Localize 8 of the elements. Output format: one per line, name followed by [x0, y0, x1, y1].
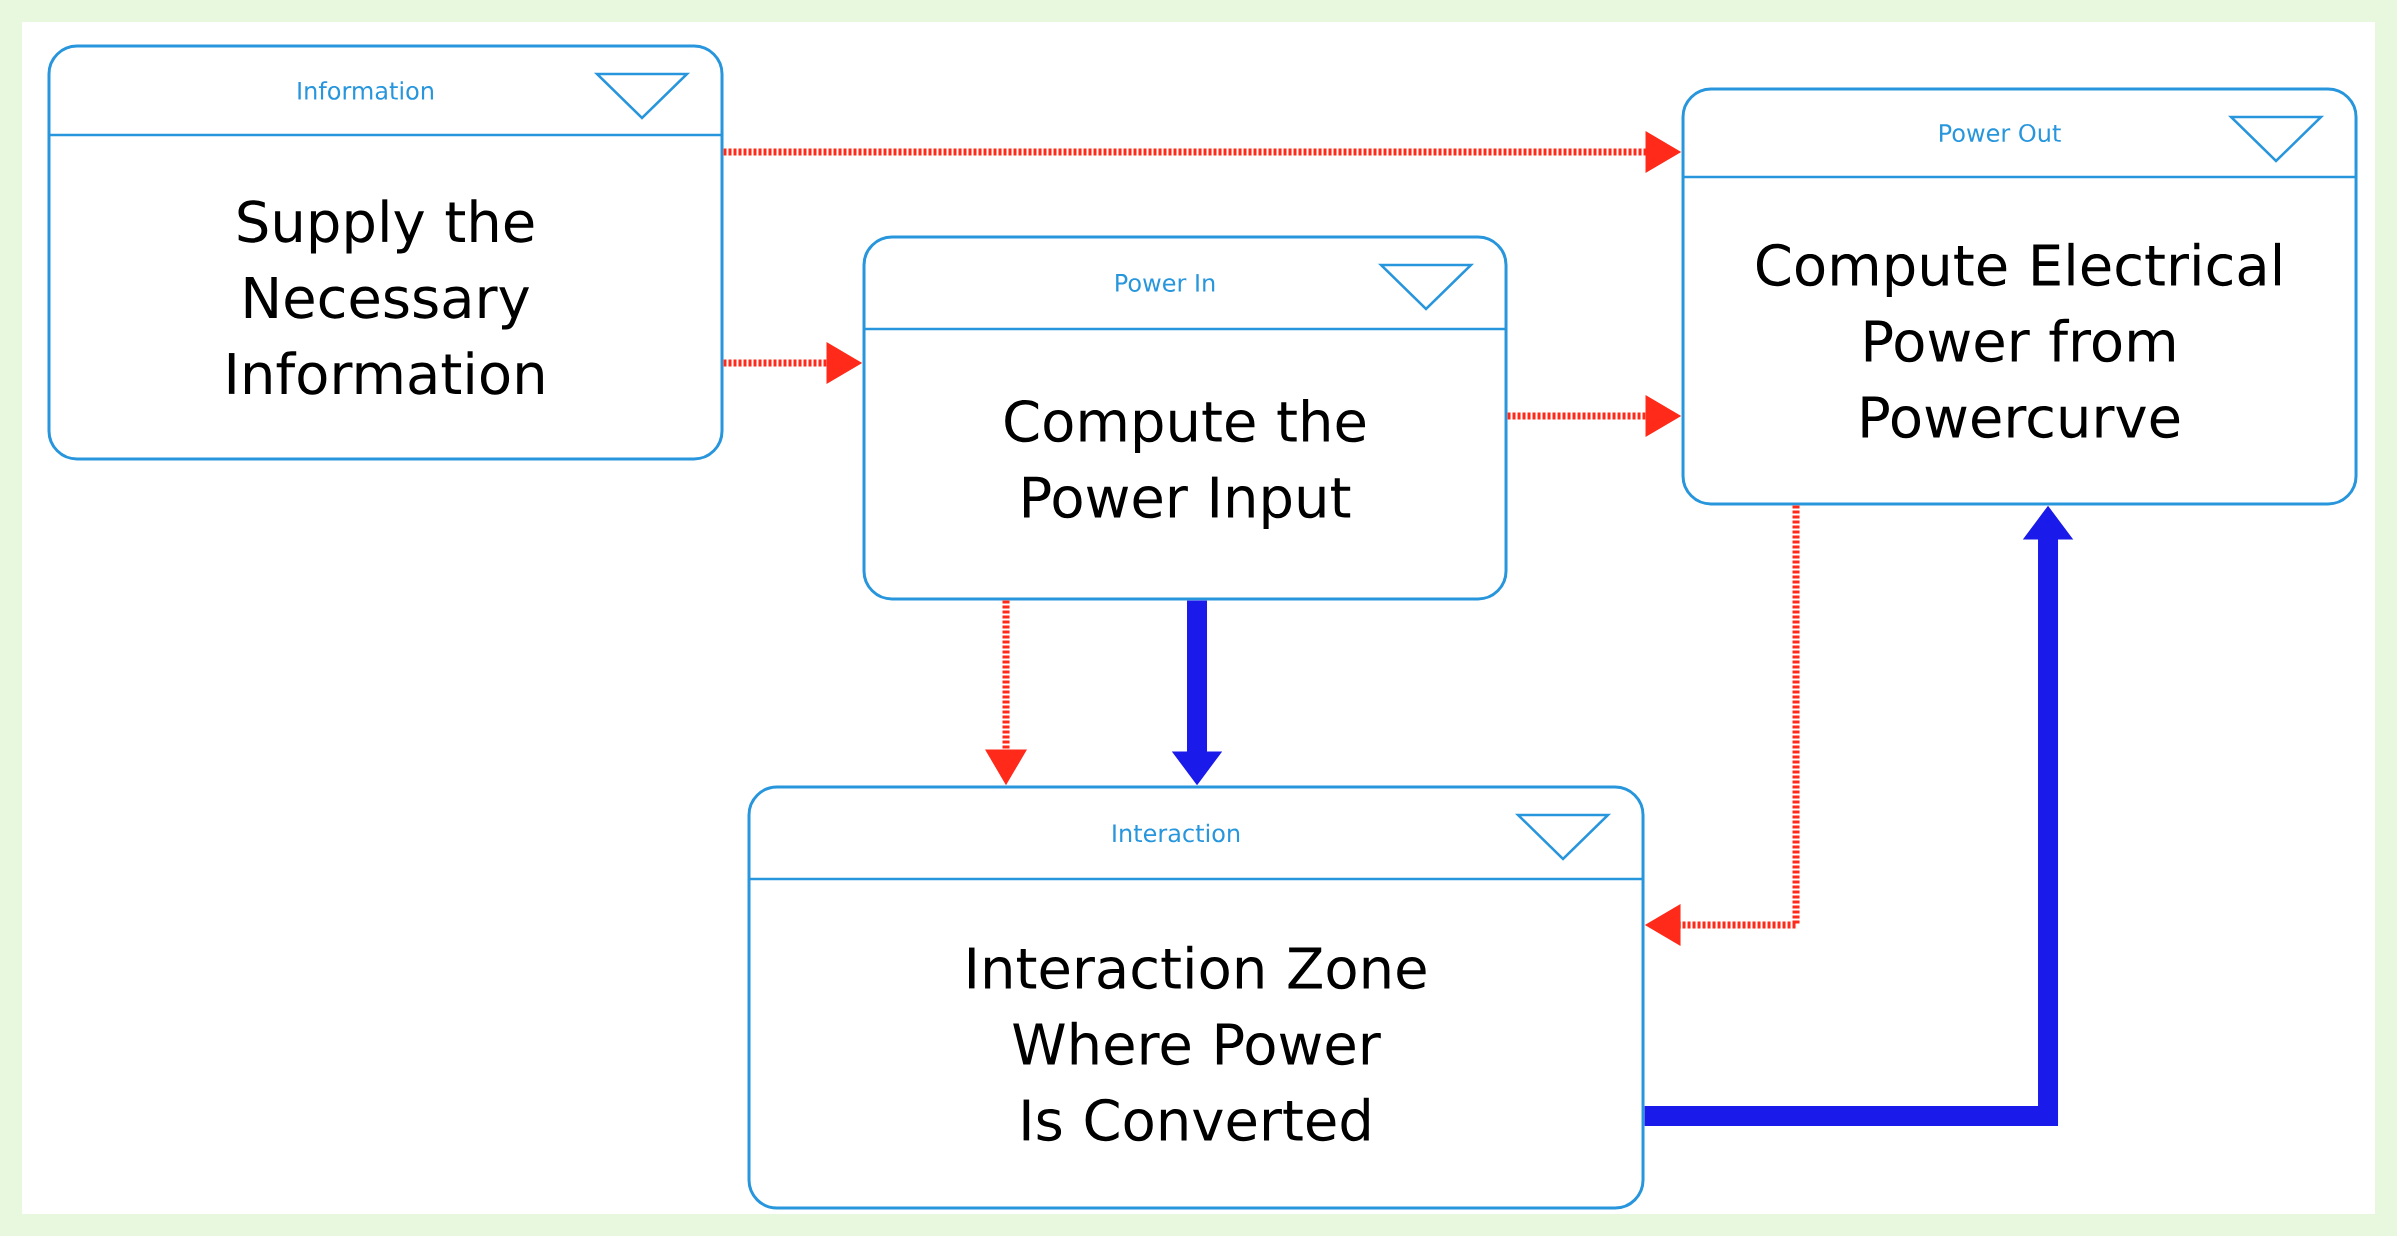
box-heading: Power In: [1116, 274, 1215, 292]
box-text: Compute Electrical Power from Powercurve: [1756, 242, 2280, 439]
box-text: Supply the Necessary Information: [228, 199, 543, 395]
box-heading: Power Out: [1940, 123, 2061, 143]
box-text: Interaction Zone Where Power Is Converted: [969, 945, 1426, 1142]
box-heading: Information: [298, 81, 433, 100]
box-heading: Interaction: [1113, 823, 1240, 843]
box-text: Compute the Power Input: [1005, 398, 1365, 530]
